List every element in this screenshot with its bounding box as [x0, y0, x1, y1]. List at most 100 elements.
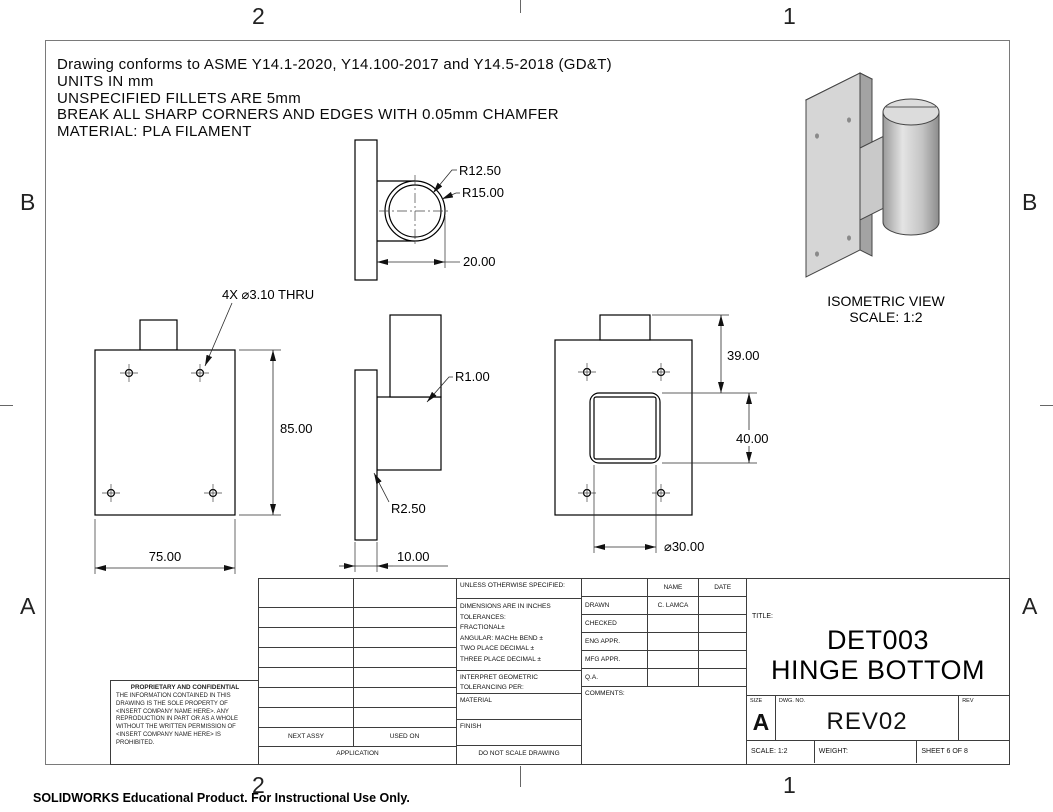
- size-value: A: [752, 709, 770, 735]
- dim-radius-outer: R15.00: [462, 185, 504, 200]
- title-line-2: HINGE BOTTOM: [770, 655, 985, 685]
- tolerance-line: ANGULAR: MACH± BEND ±: [460, 634, 543, 642]
- drawing-title: DET003 HINGE BOTTOM: [747, 625, 1009, 685]
- dim-fillet-bottom: R2.50: [391, 501, 426, 516]
- approval-row-mfg: MFG APPR.: [582, 651, 746, 669]
- application-label: APPLICATION: [336, 750, 379, 757]
- next-assy-label: NEXT ASSY: [287, 733, 324, 740]
- zone-label-left-a: A: [20, 593, 36, 619]
- proprietary-box: PROPRIETARY AND CONFIDENTIAL THE INFORMA…: [110, 680, 259, 765]
- dim-tab-height: 39.00: [727, 348, 760, 363]
- dim-boss-length: 20.00: [463, 254, 496, 269]
- tolerance-line: DIMENSIONS ARE IN INCHES: [460, 603, 551, 610]
- zone-tick-top: [520, 0, 521, 13]
- rev-label: REV: [962, 698, 974, 704]
- scale-value: SCALE: 1:2: [751, 748, 788, 755]
- approvals-block: NAME DATE DRAWN C. LAMCA CHECKED ENG APP…: [581, 579, 746, 764]
- dim-hole-callout: 4X ⌀3.10 THRU: [222, 287, 314, 302]
- approval-row-eng: ENG APPR.: [582, 633, 746, 651]
- zone-tick-left: [0, 405, 13, 406]
- dim-fillet-top: R1.00: [455, 369, 490, 384]
- front-view-geometry: [94, 319, 236, 516]
- drawing-notes: Drawing conforms to ASME Y14.1-2020, Y14…: [57, 56, 612, 141]
- side-view-boss: [376, 396, 442, 471]
- tolerance-line: TWO PLACE DECIMAL ±: [460, 645, 535, 652]
- dim-radius-inner: R12.50: [459, 163, 501, 178]
- name-header: NAME: [646, 579, 699, 596]
- zone-label-bottom-left: 2: [252, 772, 265, 798]
- side-view-plate-edge: [354, 369, 378, 541]
- side-view-tab: [389, 314, 442, 398]
- size-row: SIZE A DWG. NO. REV02 REV: [747, 696, 1009, 741]
- approval-row-drawn: DRAWN C. LAMCA: [582, 597, 746, 615]
- zone-label-top-right: 1: [783, 3, 796, 29]
- approval-row-checked: CHECKED: [582, 615, 746, 633]
- title-block: NEXT ASSY USED ON APPLICATION UNLESS OTH…: [258, 578, 1010, 765]
- approval-row-qa: Q.A.: [582, 669, 746, 687]
- front-view-holes: [102, 364, 222, 502]
- weight-label: WEIGHT:: [813, 741, 917, 763]
- no-scale-label: DO NOT SCALE DRAWING: [478, 750, 560, 757]
- tolerance-block: UNLESS OTHERWISE SPECIFIED: DIMENSIONS A…: [456, 579, 581, 764]
- zone-label-right-b: B: [1022, 189, 1038, 215]
- title-line-1: DET003: [826, 625, 930, 655]
- zone-tick-right: [1040, 405, 1053, 406]
- proprietary-body: THE INFORMATION CONTAINED IN THIS DRAWIN…: [116, 693, 239, 746]
- proprietary-title: PROPRIETARY AND CONFIDENTIAL: [130, 684, 240, 691]
- back-view-plate: [554, 339, 693, 516]
- back-view-boss-outline: [589, 392, 661, 464]
- back-view-tab: [599, 314, 651, 341]
- iso-view-scale: SCALE: 1:2: [849, 309, 922, 325]
- title-label: TITLE:: [752, 613, 774, 620]
- date-header: DATE: [698, 579, 746, 596]
- dwg-no-value: REV02: [826, 708, 908, 735]
- title-area: TITLE: DET003 HINGE BOTTOM: [747, 579, 1009, 696]
- title-section: TITLE: DET003 HINGE BOTTOM SIZE A DWG. N…: [746, 579, 1009, 764]
- tolerance-notes: DIMENSIONS ARE IN INCHES TOLERANCES: FRA…: [457, 599, 581, 671]
- spec-header: UNLESS OTHERWISE SPECIFIED:: [457, 579, 581, 599]
- note-fillets: UNSPECIFIED FILLETS ARE 5mm: [57, 89, 301, 107]
- interpret-note: INTERPRET GEOMETRIC TOLERANCING PER:: [457, 671, 581, 694]
- isometric-view: [804, 72, 940, 278]
- dim-plate-height: 85.00: [280, 421, 313, 436]
- dwg-no-label: DWG. NO.: [778, 698, 806, 704]
- note-standards: Drawing conforms to ASME Y14.1-2020, Y14…: [57, 56, 612, 73]
- used-on-label: USED ON: [389, 733, 420, 740]
- scale-row: SCALE: 1:2 WEIGHT: SHEET 6 OF 8: [747, 741, 1009, 763]
- top-view-plate-edge: [354, 139, 378, 281]
- back-view-geometry: [554, 314, 693, 516]
- side-view-dimensions: R1.00 R2.50 10.00: [339, 369, 490, 572]
- back-view-holes: [578, 363, 670, 502]
- note-material: MATERIAL: PLA FILAMENT: [57, 123, 252, 141]
- zone-tick-bottom: [520, 766, 521, 787]
- approvals-header-row: NAME DATE: [582, 579, 746, 597]
- zone-label-left-b: B: [20, 189, 36, 215]
- front-view-dimensions: 4X ⌀3.10 THRU 85.00 75.00: [94, 287, 314, 574]
- note-chamfer: BREAK ALL SHARP CORNERS AND EDGES WITH 0…: [57, 106, 559, 124]
- iso-cylinder: [882, 111, 940, 236]
- tolerance-line: TOLERANCES:: [460, 613, 506, 621]
- size-label: SIZE: [750, 698, 763, 704]
- iso-view-label: ISOMETRIC VIEW: [827, 293, 945, 309]
- dim-plate-width: 75.00: [149, 549, 182, 564]
- drawn-name: C. LAMCA: [646, 597, 699, 614]
- dim-plate-thickness: 10.00: [397, 549, 430, 564]
- dim-boss-width: 40.00: [736, 431, 769, 446]
- finish-label: FINISH: [457, 720, 581, 746]
- side-view-geometry: [354, 314, 442, 541]
- comments-label: COMMENTS:: [585, 690, 625, 697]
- solidworks-footer: SOLIDWORKS Educational Product. For Inst…: [33, 791, 410, 805]
- sheet-value: SHEET 6 OF 8: [916, 741, 1009, 763]
- back-view-cylinder-outline: [593, 396, 657, 460]
- dim-boss-diameter: ⌀30.00: [664, 539, 704, 554]
- top-view-geometry: [354, 139, 451, 281]
- back-view-dimensions: 39.00 40.00 ⌀30.00: [593, 314, 783, 554]
- top-view-dimensions: R12.50 R15.00 20.00: [377, 163, 504, 269]
- front-view-plate: [94, 349, 236, 516]
- note-units: UNITS IN mm: [57, 72, 154, 90]
- zone-label-bottom-right: 1: [783, 772, 796, 798]
- front-view-tab: [139, 319, 178, 351]
- zone-label-right-a: A: [1022, 593, 1038, 619]
- tolerance-line: FRACTIONAL±: [460, 624, 505, 631]
